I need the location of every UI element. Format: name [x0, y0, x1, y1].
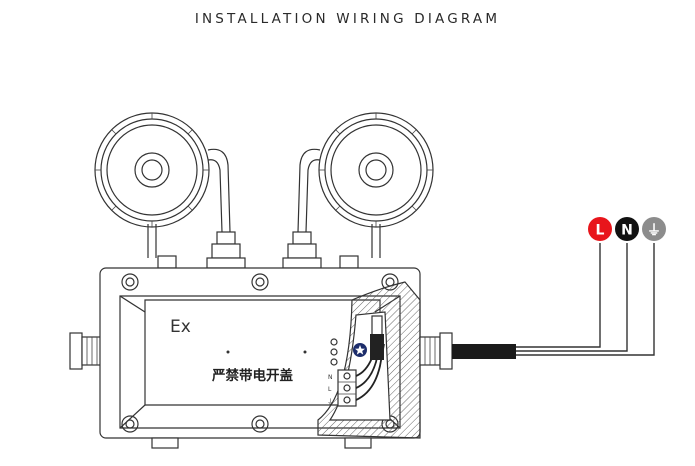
svg-text:N: N: [621, 223, 633, 239]
warning-label: 严禁带电开盖: [211, 367, 293, 384]
wire-marker-earth: ⏚: [642, 217, 666, 241]
left-cable-gland: [69, 332, 103, 370]
terminal-label-earth: ⏚: [327, 398, 334, 406]
terminal-label-l: L: [328, 386, 332, 393]
ex-mark: Ex: [170, 317, 191, 337]
wire-marker-n: N: [615, 217, 639, 241]
top-bolts: [157, 255, 359, 269]
terminal-label-n: N: [328, 374, 333, 381]
svg-text:⏚: ⏚: [647, 223, 661, 239]
diagram-title: INSTALLATION WIRING DIAGRAM: [194, 11, 501, 27]
wire-marker-l: L: [588, 217, 612, 241]
flexible-conduits: [206, 148, 322, 269]
right-cable-gland: [419, 332, 453, 370]
terminal-block: N L ⏚: [327, 334, 385, 407]
incoming-cable: [452, 243, 655, 359]
svg-text:L: L: [596, 223, 605, 239]
right-lamp-head: [318, 112, 434, 258]
left-lamp-head: [94, 112, 210, 258]
